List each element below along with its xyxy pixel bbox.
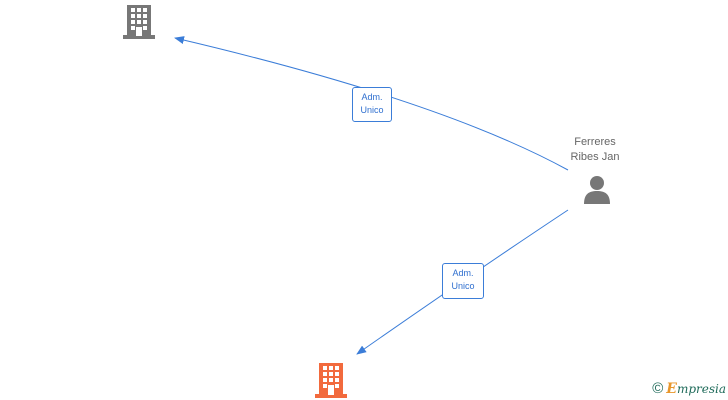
building-icon [315,363,347,398]
empresia-watermark: © Empresia [652,380,726,398]
person-icon [584,176,610,204]
person-name-line1: Ferreres [574,136,616,148]
edge-label-top[interactable]: Adm. Unico [352,87,392,122]
edge-label-top-line2: Unico [360,105,384,115]
edge-label-bottom-line2: Unico [451,281,475,291]
person-name-label: Ferreres Ribes Jan [550,135,640,165]
brand-logo: Empresia [666,380,726,398]
brand-rest: mpresia [676,382,726,396]
company-node-bottom[interactable] [315,363,347,400]
edge-label-bottom-line1: Adm. [452,268,474,278]
building-icon [123,5,155,39]
person-name-line2: Ribes Jan [570,151,620,163]
edge-label-bottom[interactable]: Adm. Unico [442,263,484,299]
brand-initial: E [666,381,677,397]
person-node[interactable] [583,175,611,210]
copyright-symbol: © [652,380,664,397]
company-node-top[interactable] [123,5,155,44]
edge-label-top-line1: Adm. [361,92,383,102]
edge-to-top-company [174,36,569,171]
